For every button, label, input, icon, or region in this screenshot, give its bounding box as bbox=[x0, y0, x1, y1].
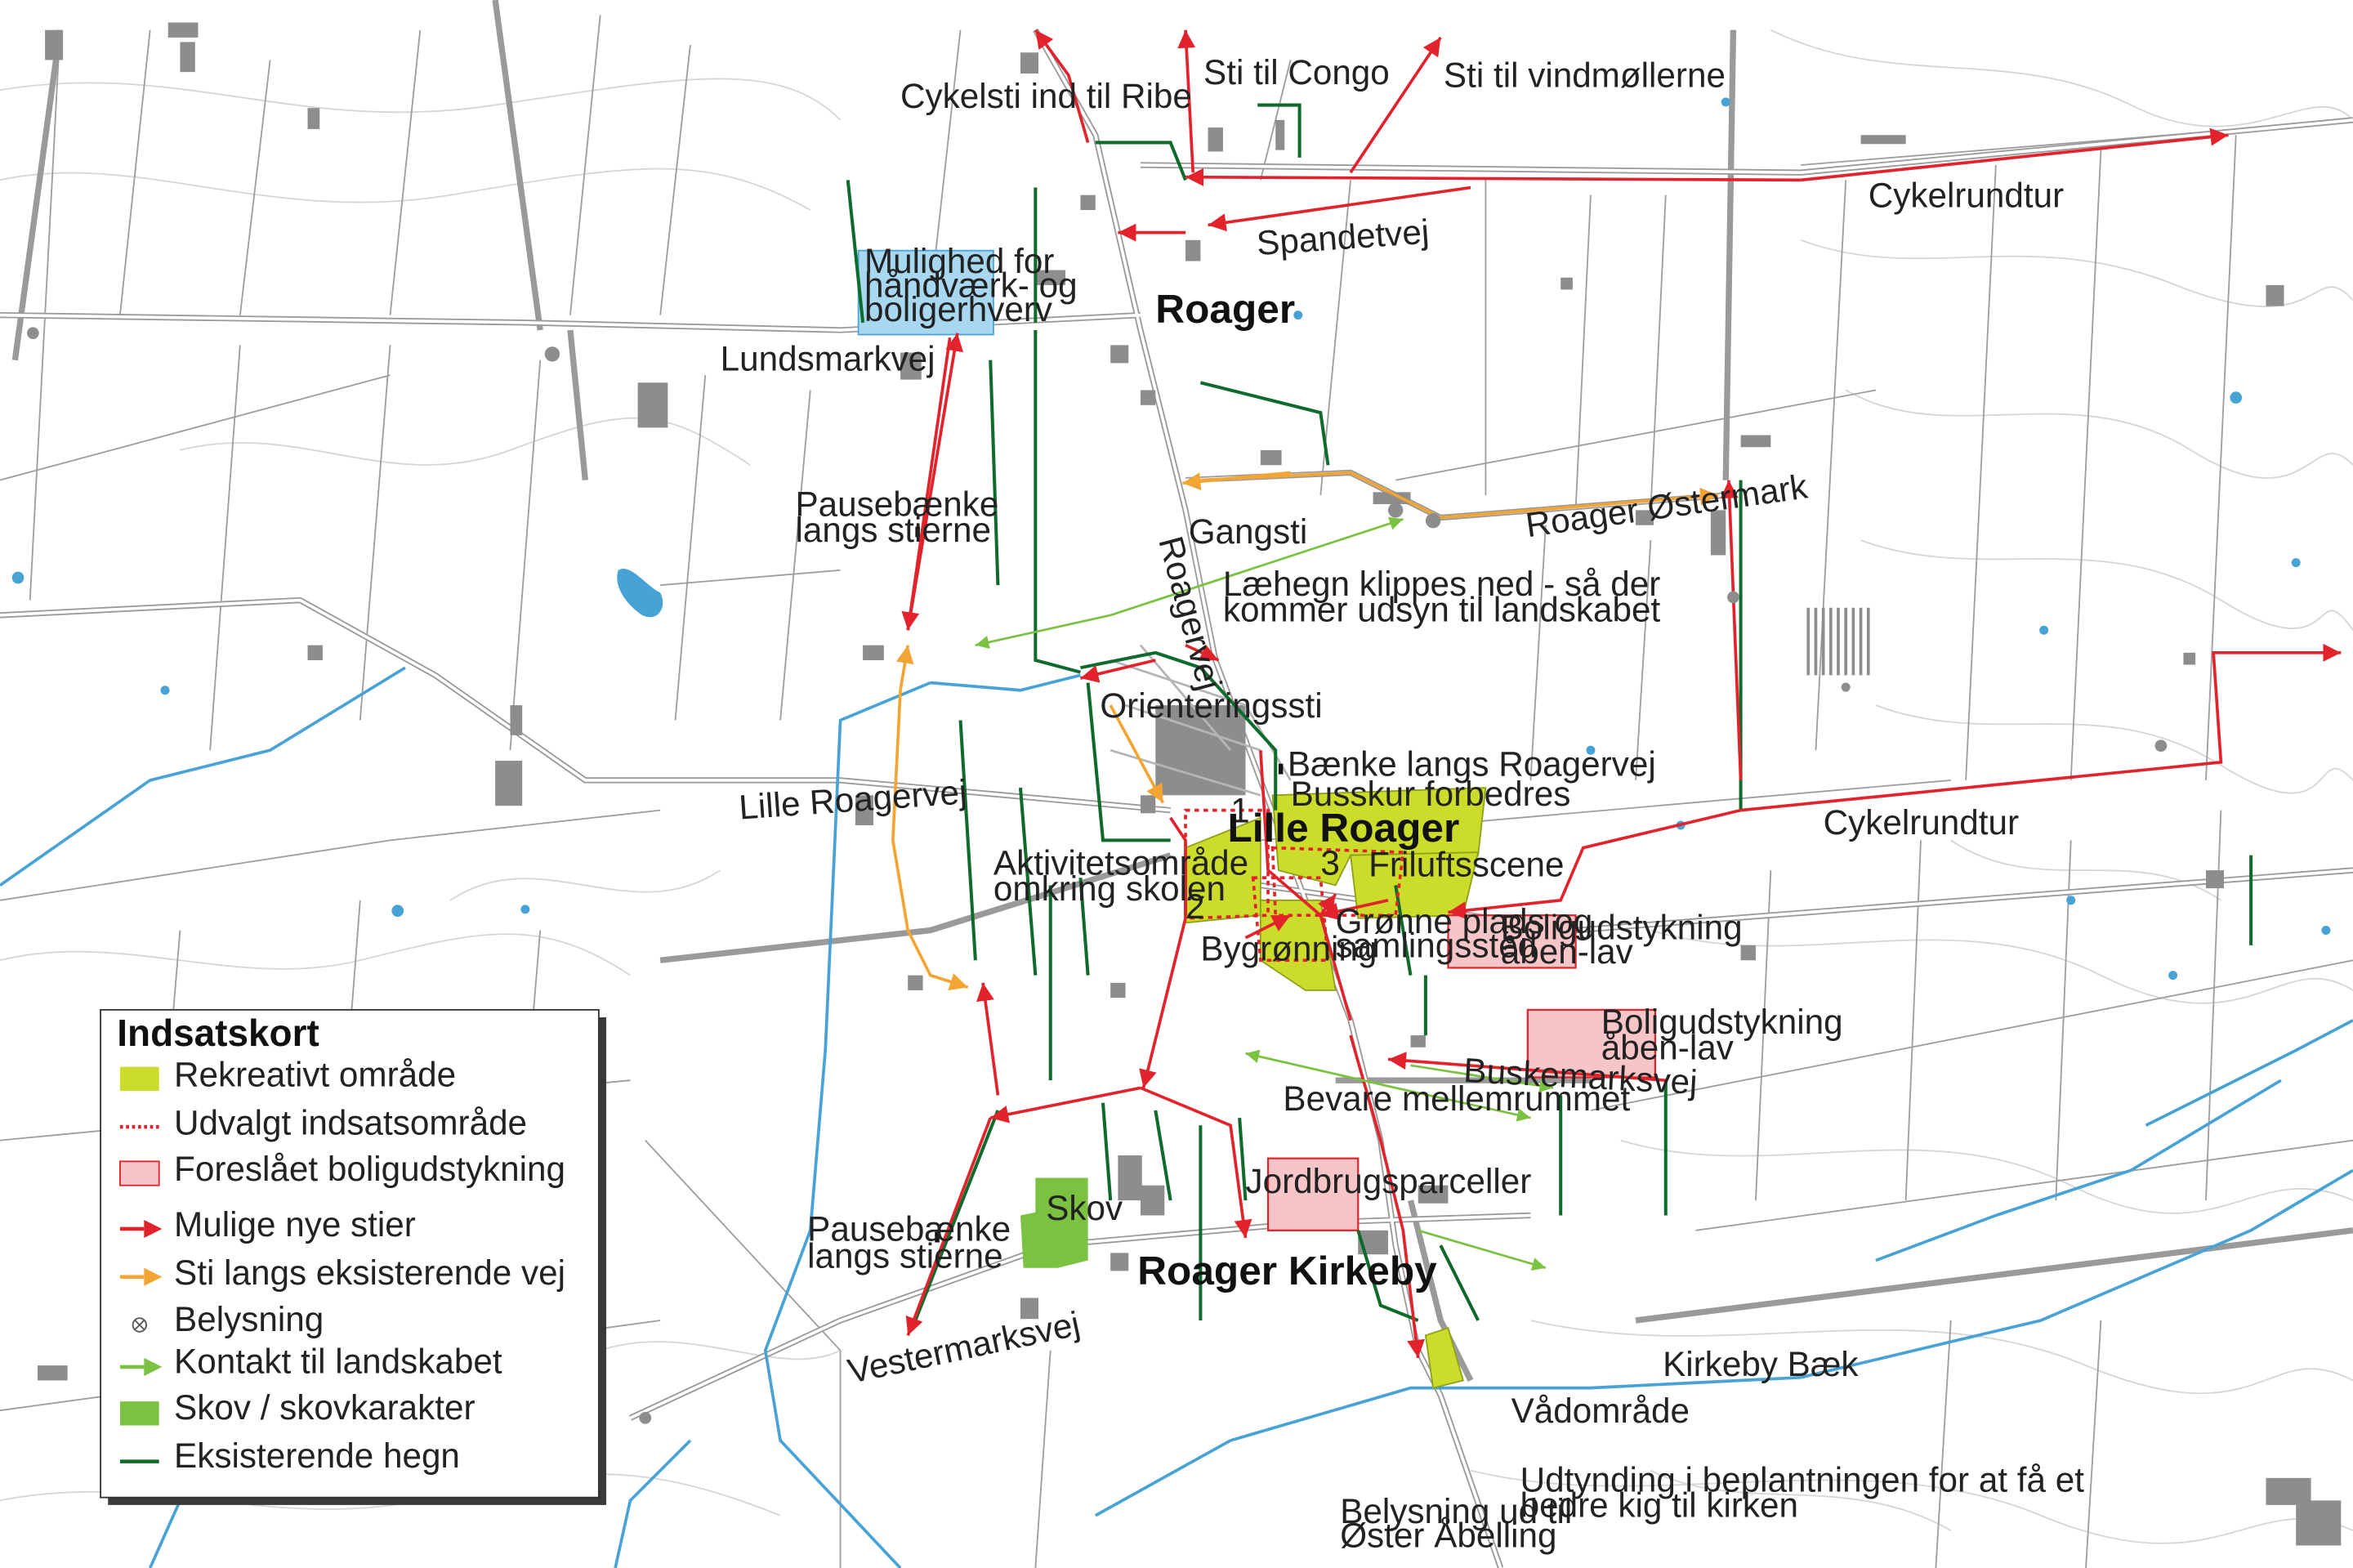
area-number-1: 1 bbox=[1230, 791, 1250, 829]
label-gangsti: Gangsti bbox=[1189, 512, 1308, 551]
label-pausebaenke-2b: langs stierne bbox=[807, 1237, 1002, 1275]
label-boligudstykning-2a: Boligudstykning bbox=[1601, 1003, 1843, 1041]
place-lille-roager: Lille Roager bbox=[1227, 805, 1459, 851]
label-skov: Skov bbox=[1046, 1189, 1123, 1227]
label-orienteringssti: Orienteringssti bbox=[1100, 686, 1322, 725]
legend-item-label: Sti langs eksisterende vej bbox=[174, 1253, 565, 1292]
forest-areas bbox=[1020, 1177, 1088, 1268]
label-friluftsscene: Friluftsscene bbox=[1368, 845, 1564, 883]
bench-markers bbox=[915, 526, 1284, 1243]
legend-orange-arrowhead-icon bbox=[144, 1267, 163, 1286]
legend-item-label: Belysning bbox=[174, 1300, 324, 1338]
label-boligudstykning-1a: Boligudstykning bbox=[1501, 909, 1743, 947]
label-boligudstykning-1b: åben-lav bbox=[1501, 932, 1633, 971]
legend-item-label: Skov / skovkarakter bbox=[174, 1388, 476, 1427]
map-labels: Cykelsti ind til Ribe Sti til Congo Sti … bbox=[721, 53, 2085, 1554]
legend-title: Indsatskort bbox=[117, 1012, 319, 1054]
label-lundsmarkvej: Lundsmarkvej bbox=[721, 340, 935, 378]
place-roager: Roager bbox=[1155, 286, 1295, 332]
label-cykelrundtur-1: Cykelrundtur bbox=[1869, 176, 2064, 214]
label-baenke-roagervej: Bænke langs Roagervej bbox=[1288, 744, 1656, 783]
label-udtynding-1: Udtynding i beplantningen for at få et bbox=[1520, 1460, 2085, 1499]
label-gronne-plads-2: samlingssted bbox=[1336, 927, 1538, 965]
legend-item-label: Eksisterende hegn bbox=[174, 1436, 460, 1475]
label-boligudstykning-2b: åben-lav bbox=[1601, 1028, 1734, 1066]
buildings bbox=[37, 22, 2342, 1546]
label-belysning-2: Øster Åbelling bbox=[1340, 1516, 1556, 1554]
label-busskur: Busskur forbedres bbox=[1291, 775, 1571, 813]
label-cykelrundtur-2: Cykelrundtur bbox=[1824, 803, 2019, 842]
legend-item-label: Kontakt til landskabet bbox=[174, 1342, 502, 1380]
proposed-housing-areas bbox=[1266, 914, 1657, 1231]
label-jordbrugsparceller: Jordbrugsparceller bbox=[1245, 1162, 1531, 1200]
place-roager-kirkeby: Roager Kirkeby bbox=[1137, 1248, 1437, 1293]
industrial-building bbox=[1806, 607, 1870, 676]
legend-green-arrowhead-icon bbox=[144, 1357, 163, 1376]
water-streams bbox=[0, 666, 2353, 1568]
label-laehegn-1: Læhegn klippes ned - så der bbox=[1223, 565, 1660, 603]
possible-new-paths bbox=[901, 29, 2342, 1359]
legend-lamp-cross-icon bbox=[134, 1320, 145, 1330]
label-pausebaenke-1b: langs stierne bbox=[795, 511, 990, 549]
contour-lines bbox=[0, 29, 2353, 1544]
label-bygronning: Bygrønning bbox=[1200, 929, 1377, 967]
label-aktivitet-2: omkring skolen bbox=[993, 869, 1226, 908]
label-pausebaenke-2a: Pausebænke bbox=[807, 1210, 1011, 1249]
paths-along-existing-road bbox=[891, 471, 1719, 991]
label-gronne-plads-1: Grønne plads og bbox=[1336, 902, 1593, 940]
label-vadomrade: Vådområde bbox=[1511, 1392, 1690, 1430]
legend-item-label: Rekreativt område bbox=[174, 1056, 456, 1094]
legend-item-label: Foreslået boligudstykning bbox=[174, 1150, 565, 1188]
legend-housing-swatch bbox=[119, 1160, 160, 1186]
legend-box bbox=[100, 1008, 600, 1499]
legend: Indsatskort Rekreativt område Udvalgt in… bbox=[100, 1008, 607, 1505]
label-mulighed-1: Mulighed for bbox=[864, 242, 1054, 280]
legend-forest-swatch bbox=[119, 1401, 159, 1426]
label-belysning-1: Belysning ud til bbox=[1340, 1492, 1572, 1530]
label-udtynding-2: bedre kig til kirken bbox=[1520, 1486, 1798, 1525]
label-cykelsti-ribe: Cykelsti ind til Ribe bbox=[900, 77, 1192, 115]
label-sti-congo: Sti til Congo bbox=[1203, 53, 1390, 92]
area-number-2: 2 bbox=[1185, 887, 1205, 926]
label-laehegn-2: kommer udsyn til landskabet bbox=[1223, 590, 1661, 628]
label-bevare-rummet: Bevare mellemrummet bbox=[1283, 1079, 1630, 1118]
legend-recreational-swatch bbox=[119, 1066, 159, 1092]
landscape-contact-arrows bbox=[975, 516, 1554, 1271]
ponds bbox=[11, 97, 2331, 981]
label-kirkeby-baek: Kirkeby Bæk bbox=[1663, 1345, 1859, 1383]
legend-lamp-icon bbox=[132, 1317, 147, 1333]
area-number-3: 3 bbox=[1320, 844, 1340, 882]
lamp-markers bbox=[27, 327, 2168, 1424]
label-mulighed-2: håndværk- og bbox=[864, 266, 1078, 305]
label-pausebaenke-1a: Pausebænke bbox=[795, 485, 998, 524]
label-sti-vindmoller: Sti til vindmøllerne bbox=[1444, 56, 1726, 95]
label-aktivitet-1: Aktivitetsområde bbox=[993, 844, 1248, 882]
legend-item-label: Mulige nye stier bbox=[174, 1205, 416, 1244]
legend-red-arrowhead-icon bbox=[144, 1219, 163, 1238]
legend-item-label: Udvalgt indsatsområde bbox=[174, 1103, 527, 1141]
label-mulighed-3: boligerhverv bbox=[864, 290, 1052, 328]
